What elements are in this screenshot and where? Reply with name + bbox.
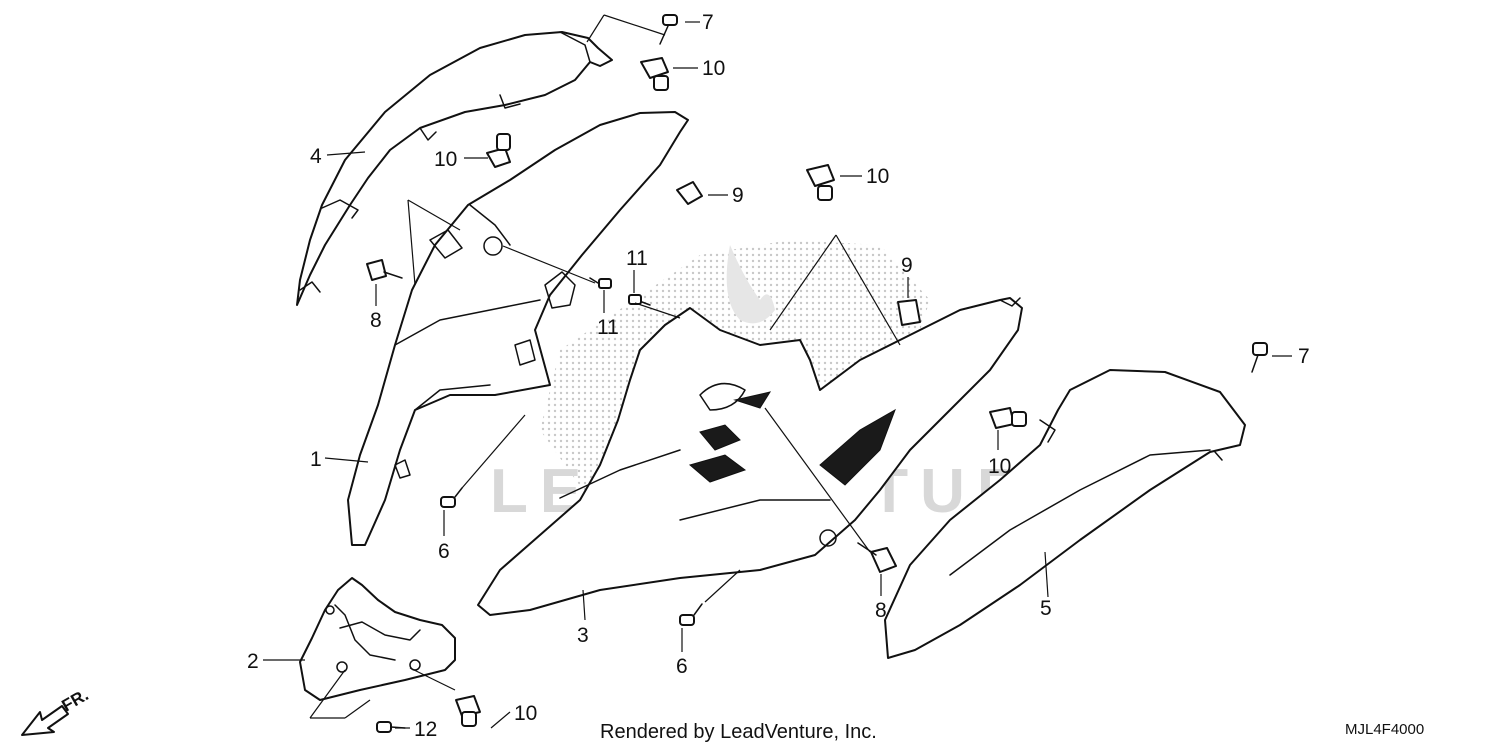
callout-10-upper-right: 10 [866,165,889,188]
clip-10-bottom[interactable] [455,695,481,727]
callout-10-upper-left: 10 [434,148,457,171]
front-arrow: FR. [21,685,92,736]
part-3-lower-center-cover[interactable] [477,297,1023,616]
clip-9-right[interactable] [897,299,921,326]
callout-8-left: 8 [370,309,382,332]
callout-8-right: 8 [875,599,887,622]
screw-6-bottom[interactable] [679,603,703,626]
callout-10-top: 10 [702,57,725,80]
callout-4: 4 [310,145,322,168]
bolt-8-right[interactable] [857,542,897,573]
clip-10-right[interactable] [989,407,1027,429]
screw-7-right[interactable] [1251,342,1268,373]
screw-11-b[interactable] [628,294,651,306]
clip-10-top[interactable] [640,57,669,91]
bolt-8-left[interactable] [366,259,403,281]
callout-6-left: 6 [438,540,450,563]
clip-9-upper[interactable] [676,181,703,205]
front-arrow-icon [21,705,69,736]
callout-5: 5 [1040,597,1052,620]
callout-6-bottom: 6 [676,655,688,678]
callout-10-right: 10 [988,455,1011,478]
clip-10-upper-left[interactable] [486,133,511,168]
render-credit: Rendered by LeadVenture, Inc. [600,721,877,743]
callout-10-bottom: 10 [514,702,537,725]
screw-6-left[interactable] [440,487,463,508]
callout-11-top: 11 [626,247,648,270]
diagram-code: MJL4F4000 [1345,721,1424,738]
screw-11-a[interactable] [589,277,612,289]
screw-12[interactable] [376,721,406,733]
callout-3: 3 [577,624,589,647]
callout-7-right: 7 [1298,345,1310,368]
callout-11-mid: 11 [597,316,619,339]
callout-9-upper: 9 [732,184,744,207]
part-4-upper-cover[interactable] [296,31,613,306]
callouts: 7 10 4 10 10 9 11 9 8 11 7 1 10 6 8 5 3 … [247,11,1310,741]
callout-9-right: 9 [901,254,913,277]
callout-12: 12 [414,718,437,741]
screw-7-top[interactable] [659,14,678,45]
callout-2: 2 [247,650,259,673]
part-2-lower-small-cover[interactable] [299,577,456,701]
part-5-side-cover[interactable] [884,369,1246,659]
leader-lines [263,14,1292,729]
callout-1: 1 [310,448,322,471]
clip-10-upper-right[interactable] [806,164,835,201]
callout-7-top: 7 [702,11,714,34]
fasteners [366,14,1268,733]
part-1-center-cover[interactable] [347,111,689,546]
